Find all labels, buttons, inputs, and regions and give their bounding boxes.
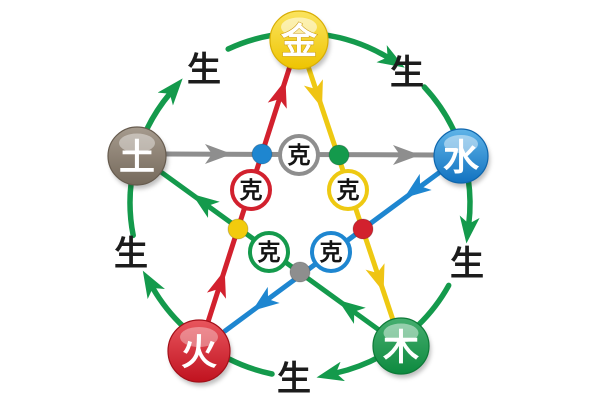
- ke-badge-yellow: 克: [327, 169, 369, 211]
- element-node-water: 水: [433, 128, 490, 187]
- wood-label: 木: [383, 328, 419, 369]
- ke-badge-red-label: 克: [240, 177, 263, 204]
- sheng-label-wood-fire: 生: [277, 359, 311, 399]
- arrowhead-metal-to-wood-2: [365, 263, 385, 292]
- arrowhead-earth-to-water-2: [393, 145, 420, 165]
- ke-badge-green: 克: [248, 231, 290, 273]
- element-node-metal: 金: [269, 10, 330, 73]
- wood-circle: [372, 317, 430, 375]
- wood-gloss: [383, 323, 419, 343]
- arrowhead-wood-to-earth-2: [192, 194, 220, 218]
- arc-earth-to-metal: [143, 78, 183, 134]
- ke-badge-yellow-label: 克: [337, 177, 360, 204]
- dot-yellow: [227, 218, 249, 240]
- overcoming-arrowheads: [192, 79, 432, 324]
- dot-blue: [251, 143, 273, 165]
- arrowhead-fire-to-metal-1: [206, 270, 226, 299]
- arrowhead-earth-to-water-1: [205, 144, 232, 164]
- arrowhead-wood-to-earth-1: [338, 300, 366, 324]
- metal-label: 金: [280, 21, 318, 63]
- sheng-label-metal-water: 生: [390, 53, 424, 93]
- arrowhead-metal-to-wood-1: [303, 79, 323, 108]
- ke-badge-blue-label: 克: [320, 239, 343, 266]
- water-label: 水: [443, 138, 480, 179]
- generating-labels: 生 生 生 生 生: [114, 50, 484, 399]
- dot-red: [352, 218, 374, 240]
- dot-green: [328, 144, 350, 166]
- fire-gloss: [180, 327, 218, 347]
- arc-wood-to-fire-tail: [226, 356, 275, 377]
- ke-badge-red: 克: [230, 169, 272, 211]
- ke-badge-blue: 克: [310, 231, 352, 273]
- overcoming-cycle-lines: [158, 63, 443, 334]
- element-nodes: 金 土 水 火 木: [107, 10, 490, 386]
- ke-badge-yellow-circle: [327, 169, 369, 211]
- earth-label: 土: [119, 138, 155, 179]
- ke-badge-green-label: 克: [258, 239, 281, 266]
- arrowhead-water-to-fire-1: [404, 173, 432, 198]
- water-circle: [433, 128, 489, 184]
- arc-wood-to-fire: [316, 353, 384, 382]
- arrowhead-fire-to-metal-2: [267, 80, 287, 109]
- ke-badge-gray-label: 克: [288, 142, 311, 169]
- sheng-label-fire-earth: 生: [114, 234, 148, 274]
- earth-circle: [107, 126, 167, 186]
- dot-gray: [289, 261, 311, 283]
- ke-badge-blue-circle: [310, 231, 352, 273]
- ke-badge-gray-circle: [278, 134, 320, 176]
- water-gloss: [444, 135, 478, 153]
- sheng-label-earth-metal: 生: [187, 50, 221, 90]
- ke-badge-red-circle: [230, 169, 272, 211]
- arc-water-to-wood-tail: [415, 282, 452, 329]
- sheng-label-water-wood: 生: [450, 244, 484, 284]
- fire-label: 火: [181, 333, 217, 374]
- earth-gloss: [119, 133, 155, 153]
- element-node-fire: 火: [167, 319, 232, 386]
- arc-fire-to-earth-tail: [127, 179, 136, 239]
- metal-gloss: [281, 17, 317, 37]
- element-node-earth: 土: [107, 126, 168, 189]
- ke-badge-green-circle: [248, 231, 290, 273]
- fire-circle: [167, 319, 231, 383]
- ke-badge-gray: 克: [278, 134, 320, 176]
- arc-fire-to-earth: [142, 270, 187, 331]
- arc-earth-to-metal-tail: [225, 32, 274, 52]
- arc-metal-to-water: [320, 31, 405, 68]
- overcoming-badges: 克 克 克 克 克: [230, 134, 369, 273]
- arrowhead-water-to-fire-2: [252, 286, 280, 311]
- intersection-dots: [227, 143, 374, 283]
- element-node-wood: 木: [372, 317, 431, 378]
